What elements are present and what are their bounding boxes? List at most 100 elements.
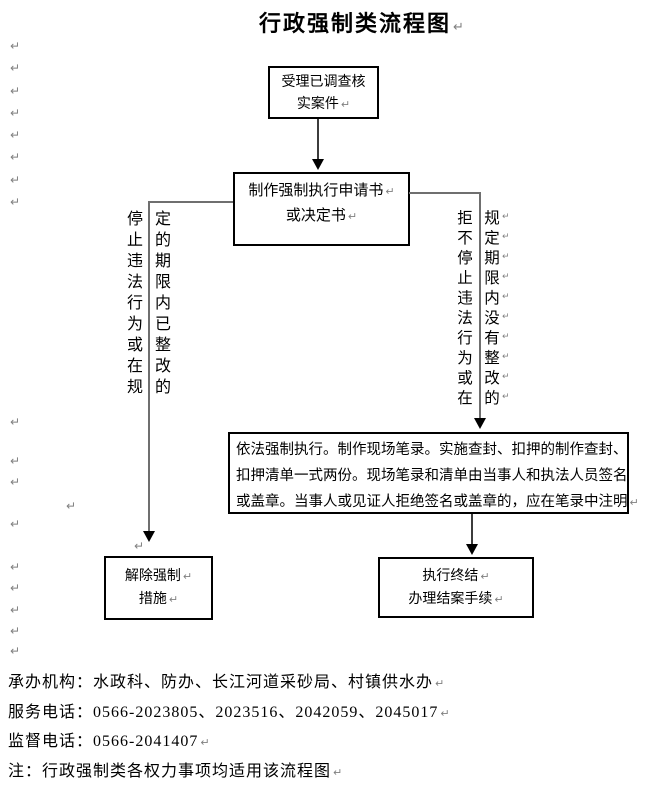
box-text: 或决定书 [285, 208, 346, 224]
paragraph-mark: ↵ [502, 272, 510, 282]
vertical-label-char: 为 [126, 315, 143, 333]
vertical-label-char: 整 [154, 336, 171, 354]
paragraph-mark: ↵ [10, 150, 21, 164]
vertical-label-char: 为 [457, 350, 473, 367]
paragraph-mark: ↵ [200, 736, 210, 749]
vertical-label-char: 整 [484, 350, 500, 367]
vertical-label-char: 规 [126, 378, 143, 396]
paragraph-mark: ↵ [10, 560, 21, 574]
vertical-label-char: 规 [484, 210, 500, 227]
paragraph-mark: ↵ [502, 332, 510, 342]
paragraph-mark: ↵ [10, 603, 21, 617]
box-text: 扣押清单一式两份。现场笔录和清单由当事人和执法人员签名 [236, 468, 628, 484]
page-title: 行政强制类流程图↵ [38, 6, 647, 38]
footer-line-note: 注：行政强制类各权力事项均适用该流程图↵ [8, 757, 342, 781]
connector-left-branch-horizontal [149, 201, 233, 203]
paragraph-mark: ↵ [347, 210, 358, 223]
vertical-label-char: 违 [457, 290, 473, 307]
vertical-label-char: 或 [457, 370, 473, 387]
vertical-label-char: 期 [484, 250, 500, 267]
paragraph-mark: ↵ [494, 593, 504, 606]
vertical-label-char: 法 [457, 310, 473, 327]
vertical-label-char: 内 [154, 294, 171, 312]
vertical-label-char: 有 [484, 330, 500, 347]
vertical-label-char: 违 [126, 252, 143, 270]
paragraph-mark: ↵ [10, 415, 21, 429]
vertical-label-char: 已 [154, 315, 171, 333]
flowchart-box-accept-case: 受理已调查核 实案件↵ [268, 66, 379, 119]
flowchart-box-case-closing: 执行终结↵ 办理结案手续↵ [378, 557, 534, 618]
flowchart-box-lift-measures: 解除强制↵ 措施↵ [104, 556, 213, 620]
arrowhead-down-icon [143, 531, 155, 542]
paragraph-mark: ↵ [502, 372, 510, 382]
vertical-label-char: 拒 [457, 210, 473, 227]
paragraph-mark: ↵ [10, 454, 21, 468]
vertical-label-char: 的 [154, 231, 171, 249]
right-branch-label-col2: 规↵定↵期↵限↵内↵没↵有↵整↵改↵的↵ [483, 207, 510, 407]
paragraph-mark: ↵ [435, 677, 445, 690]
vertical-label-char: 行 [126, 294, 143, 312]
vertical-label-char: 在 [126, 357, 143, 375]
paragraph-mark: ↵ [502, 292, 510, 302]
arrowhead-down-icon [312, 159, 324, 170]
paragraph-mark: ↵ [10, 581, 21, 595]
arrowhead-down-icon [466, 544, 478, 555]
paragraph-mark: ↵ [10, 84, 21, 98]
vertical-label-char: 限 [154, 273, 171, 291]
box-text: 实案件 [296, 97, 339, 112]
box-text: 解除强制 [124, 569, 181, 584]
vertical-label-char: 行 [457, 330, 473, 347]
vertical-label-char: 不 [457, 230, 473, 247]
box-text: 制作强制执行申请书 [248, 183, 384, 199]
paragraph-mark: ↵ [10, 106, 21, 120]
paragraph-mark: ↵ [333, 766, 343, 779]
box-text: 受理已调查核 [281, 75, 366, 90]
vertical-label-char: 改 [484, 370, 500, 387]
connector-right-branch-vertical [479, 192, 481, 418]
paragraph-mark: ↵ [502, 392, 510, 402]
paragraph-mark: ↵ [340, 98, 351, 111]
left-branch-label-col2: 定的期限内已整改的 [154, 206, 172, 396]
vertical-label-char: 内 [484, 290, 500, 307]
paragraph-mark: ↵ [502, 352, 510, 362]
paragraph-mark: ↵ [10, 173, 21, 187]
vertical-label-char: 限 [484, 270, 500, 287]
vertical-label-char: 定 [154, 210, 171, 228]
paragraph-mark: ↵ [134, 539, 145, 553]
vertical-label-char: 期 [154, 252, 171, 270]
box-text: 依法强制执行。制作现场笔录。实施查封、扣押的制作查封、 [236, 442, 628, 458]
flowchart-box-make-document: 制作强制执行申请书↵ 或决定书↵ [233, 172, 410, 246]
paragraph-mark: ↵ [502, 252, 510, 262]
paragraph-mark: ↵ [502, 212, 510, 222]
paragraph-mark: ↵ [10, 39, 21, 53]
paragraph-mark: ↵ [10, 61, 21, 75]
paragraph-mark: ↵ [182, 570, 193, 583]
vertical-label-char: 没 [484, 310, 500, 327]
footer-line-supervision-phone: 监督电话：0566-2041407↵ [8, 727, 210, 751]
connector-accept-to-makedoc [317, 119, 319, 160]
connector-right-branch-horizontal [409, 192, 480, 194]
paragraph-mark: ↵ [385, 185, 395, 198]
paragraph-mark: ↵ [10, 128, 21, 142]
right-branch-label-col1: 拒不停止违法行为或在 [456, 207, 474, 407]
paragraph-mark: ↵ [502, 232, 510, 242]
vertical-label-char: 法 [126, 273, 143, 291]
paragraph-mark: ↵ [168, 593, 179, 606]
paragraph-mark: ↵ [10, 475, 21, 489]
paragraph-mark: ↵ [502, 312, 510, 322]
vertical-label-char: 停 [457, 250, 473, 267]
connector-enforce-to-close [471, 514, 473, 545]
paragraph-mark: ↵ [453, 20, 464, 35]
paragraph-mark: ↵ [10, 517, 21, 531]
paragraph-mark: ↵ [629, 496, 639, 509]
footer-line-service-phone: 服务电话：0566-2023805、2023516、2042059、204501… [8, 698, 450, 722]
flowchart-box-enforce: 依法强制执行。制作现场笔录。实施查封、扣押的制作查封、 扣押清单一式两份。现场笔… [228, 432, 639, 514]
arrowhead-down-icon [474, 418, 486, 429]
vertical-label-char: 止 [457, 270, 473, 287]
box-text: 措施 [138, 592, 167, 607]
paragraph-mark: ↵ [10, 195, 21, 209]
vertical-label-char: 的 [484, 390, 500, 407]
left-branch-label-col1: 停止违法行为或在规 [126, 206, 144, 396]
vertical-label-char: 或 [126, 336, 143, 354]
